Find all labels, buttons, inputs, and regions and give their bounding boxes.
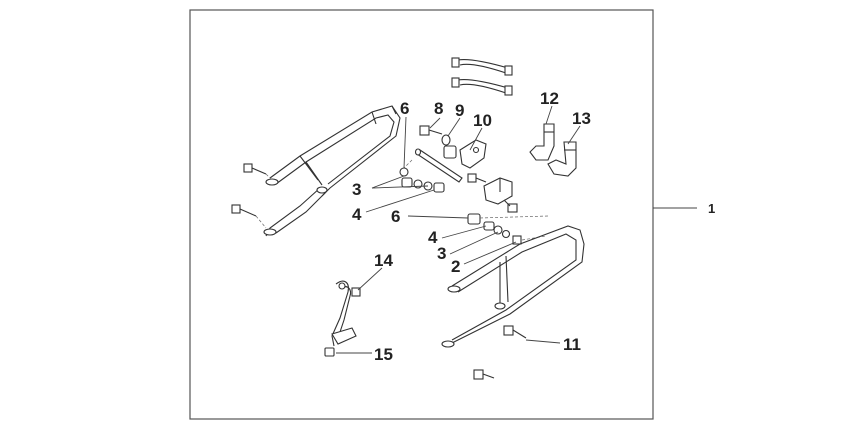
callout-1: 1 [708, 201, 715, 216]
leader-3b [449, 231, 499, 255]
leader-2 [463, 241, 517, 265]
leader-9 [447, 117, 461, 137]
left-upper-bolt [243, 163, 273, 181]
right-carrier-frame [441, 225, 585, 348]
part-15-nut [324, 347, 335, 357]
callout-11: 11 [563, 335, 581, 354]
callout-2: 2 [451, 257, 460, 276]
long-rod [414, 148, 463, 183]
leader-10 [469, 127, 483, 151]
callout-4b: 4 [428, 228, 438, 247]
callout-6a: 6 [400, 99, 409, 118]
leader-13 [567, 125, 581, 145]
part-10-bracket [459, 139, 487, 169]
leader-14 [357, 267, 383, 291]
clamp-bracket [483, 177, 518, 213]
part-11-bolt [503, 325, 527, 339]
leader-6a [403, 116, 407, 169]
diagram-frame [189, 9, 654, 420]
left-lower-bolt [231, 204, 267, 229]
callout-3b: 3 [437, 244, 446, 263]
callout-4a: 4 [352, 205, 362, 224]
callout-6b: 6 [391, 207, 400, 226]
leader-12 [545, 105, 553, 125]
callout-15: 15 [374, 345, 393, 364]
leader-4a [365, 189, 435, 213]
callout-9: 9 [455, 101, 464, 120]
small-bolt [467, 173, 487, 183]
leader-8 [429, 117, 441, 129]
callout-3a: 3 [352, 180, 361, 199]
spacer [443, 145, 457, 159]
part-9-washer [441, 134, 451, 146]
callout-14: 14 [374, 251, 393, 270]
part-14-stay [331, 280, 361, 347]
callout-10: 10 [473, 111, 492, 130]
part-13-hook [547, 141, 577, 177]
leader-6b [407, 215, 469, 219]
callout-13: 13 [572, 109, 591, 128]
leader-4b [441, 225, 487, 239]
leader-3a-1 [371, 175, 405, 189]
bottom-bolt [473, 369, 495, 380]
lower-nut-stack [467, 213, 549, 245]
callout-8: 8 [434, 99, 443, 118]
callout-12: 12 [540, 89, 559, 108]
part-8-bolt [419, 125, 443, 136]
part-12-hook [529, 123, 555, 161]
leader-11 [525, 339, 561, 344]
left-carrier-frame [263, 105, 401, 237]
straps [451, 57, 513, 96]
leader-3a-2 [371, 185, 429, 189]
